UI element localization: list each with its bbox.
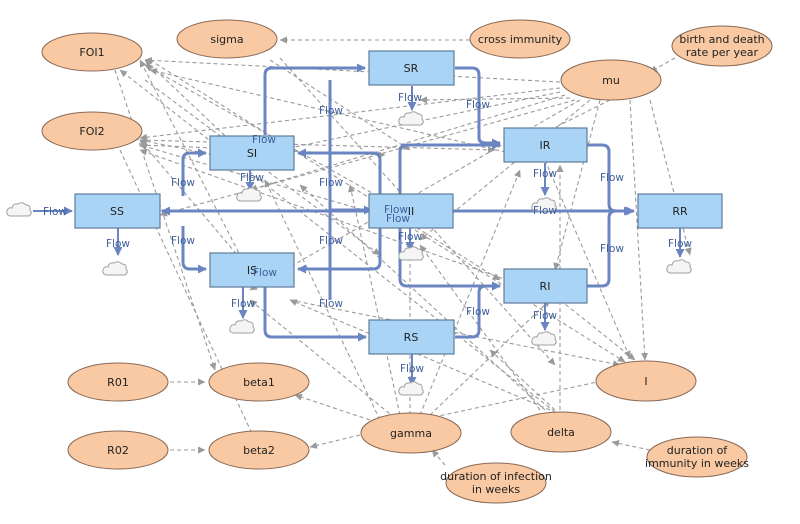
stock-RS[interactable]: RS bbox=[368, 319, 455, 355]
aux-gamma[interactable]: gamma bbox=[360, 412, 462, 454]
aux-R01[interactable]: R01 bbox=[67, 362, 169, 402]
stock-label: SS bbox=[110, 205, 124, 218]
flow-label: Flow bbox=[253, 267, 277, 279]
stock-RI[interactable]: RI bbox=[503, 268, 588, 304]
flow-label: Flow bbox=[231, 298, 255, 310]
flow-label: Flow bbox=[106, 238, 130, 250]
stock-RR[interactable]: RR bbox=[637, 193, 723, 229]
stock-label: SI bbox=[247, 147, 257, 160]
stock-label: SR bbox=[404, 62, 419, 75]
aux-beta2[interactable]: beta2 bbox=[208, 430, 310, 470]
flow-label: Flow bbox=[319, 177, 343, 189]
flow-label: Flow bbox=[533, 310, 557, 322]
flow-label: Flow bbox=[400, 363, 424, 375]
cloud-icon bbox=[398, 246, 424, 261]
stock-SR[interactable]: SR bbox=[368, 50, 455, 86]
aux-label: I bbox=[644, 375, 647, 388]
cloud-icon bbox=[398, 381, 424, 396]
cloud-icon bbox=[531, 331, 557, 346]
flow-label: Flow bbox=[171, 235, 195, 247]
flow-label: Flow bbox=[466, 306, 490, 318]
stock-SS[interactable]: SS bbox=[74, 193, 161, 229]
flow-label: Flow bbox=[398, 92, 422, 104]
stock-II[interactable]: II bbox=[368, 193, 454, 229]
aux-label: FOI1 bbox=[79, 46, 104, 59]
cloud-icon bbox=[6, 202, 32, 217]
stock-label: RS bbox=[404, 331, 419, 344]
flow-label: Flow bbox=[600, 243, 624, 255]
aux-label: cross immunity bbox=[478, 33, 563, 46]
cloud-icon bbox=[229, 319, 255, 334]
flow-label: Flow bbox=[466, 99, 490, 111]
flow-label: Flow bbox=[386, 213, 410, 225]
flow-label: Flow bbox=[319, 105, 343, 117]
aux-R02[interactable]: R02 bbox=[67, 430, 169, 470]
aux-mu[interactable]: mu bbox=[560, 59, 662, 101]
flow-label: Flow bbox=[668, 238, 692, 250]
stock-IS[interactable]: IS bbox=[209, 252, 295, 288]
stock-SI[interactable]: SI bbox=[209, 135, 295, 171]
flow-label: Flow bbox=[533, 205, 557, 217]
stock-label: RI bbox=[540, 280, 551, 293]
stock-label: IS bbox=[247, 264, 257, 277]
aux-I[interactable]: I bbox=[595, 360, 697, 402]
aux-label: FOI2 bbox=[79, 125, 104, 138]
flow-label: Flow bbox=[171, 177, 195, 189]
aux-label: delta bbox=[547, 426, 575, 439]
aux-label: sigma bbox=[210, 33, 243, 46]
aux-label: mu bbox=[602, 74, 620, 87]
aux-label: R02 bbox=[107, 444, 129, 457]
cloud-icon bbox=[531, 197, 557, 212]
flow-label: Flow bbox=[319, 235, 343, 247]
aux-label: gamma bbox=[390, 427, 432, 440]
aux-label: R01 bbox=[107, 376, 129, 389]
cloud-icon bbox=[102, 261, 128, 276]
clouds bbox=[6, 111, 692, 396]
flow-label: Flow bbox=[533, 168, 557, 180]
stock-label: IR bbox=[540, 139, 551, 152]
flow-label: Flow bbox=[43, 206, 67, 218]
flow-label: Flow bbox=[240, 172, 264, 184]
aux-delta[interactable]: delta bbox=[510, 411, 612, 453]
aux-label: beta1 bbox=[243, 376, 275, 389]
cloud-icon bbox=[398, 111, 424, 126]
aux-beta1[interactable]: beta1 bbox=[208, 362, 310, 402]
cloud-icon bbox=[666, 259, 692, 274]
stock-label: RR bbox=[672, 205, 688, 218]
aux-cross-immunity[interactable]: cross immunity bbox=[469, 19, 571, 59]
aux-label: beta2 bbox=[243, 444, 275, 457]
aux-FOI1[interactable]: FOI1 bbox=[41, 32, 143, 72]
aux-sigma[interactable]: sigma bbox=[176, 19, 278, 59]
flow-label: Flow bbox=[398, 231, 422, 243]
aux-FOI2[interactable]: FOI2 bbox=[41, 111, 143, 151]
flow-label: Flow bbox=[384, 204, 408, 216]
flow-labels: FlowFlowFlowFlowFlowFlowFlowFlowFlowFlow… bbox=[43, 92, 692, 375]
cloud-icon bbox=[236, 187, 262, 202]
stock-IR[interactable]: IR bbox=[503, 127, 588, 163]
flow-label: Flow bbox=[319, 298, 343, 310]
stock-label: II bbox=[408, 205, 415, 218]
flow-label: Flow bbox=[252, 134, 276, 146]
flow-label: Flow bbox=[600, 172, 624, 184]
